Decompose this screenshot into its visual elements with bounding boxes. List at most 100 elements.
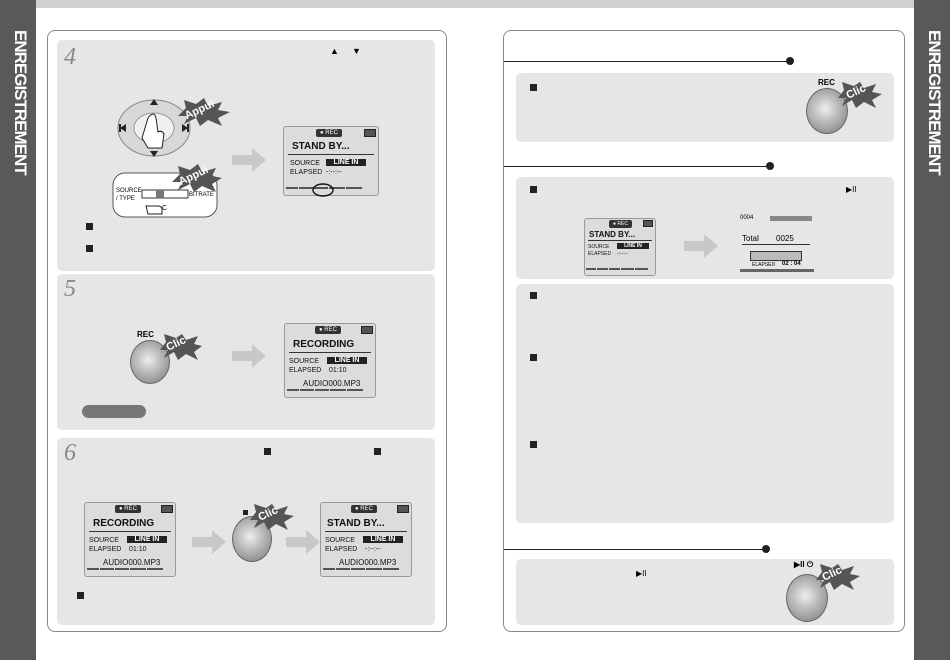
right-arrow-5 — [684, 234, 718, 258]
elapsed-value: 01:10 — [129, 546, 147, 553]
highlight-circle — [312, 183, 334, 197]
right-arrow-4 — [286, 530, 320, 554]
bullet-square — [86, 223, 93, 230]
right-arrow-2 — [232, 344, 266, 368]
bullet-square — [530, 292, 537, 299]
lcd-play-screen: 0004 Total 0025 ELAPSED 02 : 04 — [738, 214, 816, 274]
up-arrow-icon: ▲ — [330, 46, 339, 56]
elapsed-label: ELAPSED — [290, 169, 323, 176]
source-label: SOURCE — [325, 537, 355, 544]
rec-badge: ● REC — [316, 129, 342, 137]
right-panel-3 — [516, 284, 894, 523]
top-band-left — [36, 0, 476, 8]
elapsed-value: 02 : 04 — [782, 261, 801, 267]
rec-badge: ● REC — [115, 505, 141, 513]
elapsed-value: 01:10 — [329, 367, 347, 374]
clic-burst-icon — [160, 334, 202, 360]
lcd-standby-small: ● REC STAND BY... SOURCE LINE IN ELAPSED… — [584, 218, 656, 276]
hand-pointer-icon — [145, 205, 163, 215]
elapsed-label: ELAPSED — [289, 367, 322, 374]
right-sidebar: ENREGISTREMENT — [914, 0, 950, 660]
right-arrow-1 — [232, 148, 266, 172]
stop-square-small-icon — [243, 510, 248, 515]
bullet-square — [530, 354, 537, 361]
elapsed-label: ELAPSED — [752, 262, 776, 268]
lcd-title: STAND BY... — [292, 141, 350, 152]
step-6-number: 6 — [64, 440, 76, 466]
source-value: LINE IN — [127, 536, 167, 543]
elapsed-value: -:--:-- — [617, 251, 629, 257]
section-dot-2 — [766, 162, 774, 170]
source-value: LINE IN — [617, 243, 649, 249]
play-button[interactable] — [786, 574, 828, 622]
bullet-square — [530, 84, 537, 91]
clic-burst-icon — [250, 504, 294, 530]
lcd-title: RECORDING — [293, 339, 355, 350]
total-value: 0025 — [776, 234, 794, 243]
right-arrow-3 — [192, 530, 226, 554]
source-label: SOURCE — [290, 160, 320, 167]
track-number: 0004 — [740, 215, 754, 221]
play-pause-icon: ▶II — [846, 185, 857, 194]
bullet-square — [77, 592, 84, 599]
battery-icon — [161, 505, 173, 513]
appui-burst-icon-2 — [172, 164, 222, 192]
lcd-title: RECORDING — [93, 518, 155, 529]
lcd-standby-step4: ● REC STAND BY... SOURCE LINE IN ELAPSED… — [283, 126, 379, 196]
battery-icon — [397, 505, 409, 513]
appui-burst-icon — [178, 98, 230, 126]
source-type-label: SOURCE / TYPE — [116, 188, 142, 202]
lcd-recording-step6: ● REC RECORDING SOURCE LINE IN ELAPSED 0… — [84, 502, 176, 577]
total-label: Total — [742, 234, 759, 243]
lcd-recording-step5: ● REC RECORDING SOURCE LINE IN ELAPSED 0… — [284, 323, 376, 398]
source-value: LINE IN — [363, 536, 403, 543]
elapsed-label: ELAPSED — [588, 251, 612, 257]
section-line-2 — [504, 166, 770, 167]
down-arrow-icon: ▼ — [352, 46, 361, 56]
filename: AUDIO000.MP3 — [103, 558, 161, 567]
stop-square-icon — [264, 448, 271, 455]
elapsed-label: ELAPSED — [89, 546, 122, 553]
filename: AUDIO000.MP3 — [339, 558, 397, 567]
source-value: LINE IN — [327, 357, 367, 364]
rec-badge: ● REC — [351, 505, 377, 513]
left-sidebar-title: ENREGISTREMENT — [11, 30, 30, 175]
rec-label: REC — [818, 78, 835, 87]
clic-burst-icon — [816, 564, 860, 590]
bullet-square — [530, 441, 537, 448]
section-line-3 — [504, 549, 766, 550]
left-sidebar: ENREGISTREMENT — [0, 0, 36, 660]
source-label: SOURCE — [588, 244, 610, 250]
step-4-number: 4 — [64, 44, 76, 70]
right-panel-2 — [516, 177, 894, 279]
c-letter: C — [162, 205, 168, 212]
lcd-title: STAND BY... — [589, 230, 636, 239]
source-label: SOURCE — [89, 537, 119, 544]
elapsed-value: -:--:-- — [326, 169, 342, 176]
rec-label: REC — [137, 330, 154, 339]
top-band-right — [476, 0, 914, 8]
rec-badge: ● REC — [609, 220, 632, 228]
elapsed-label: ELAPSED — [325, 546, 358, 553]
bitrate-label: BITRATE — [189, 192, 214, 198]
source-value: LINE IN — [326, 159, 366, 166]
section-dot-3 — [762, 545, 770, 553]
section-dot-1 — [786, 57, 794, 65]
section-line-1 — [504, 61, 790, 62]
stop-square-icon — [374, 448, 381, 455]
bullet-square — [530, 186, 537, 193]
lcd-standby-step6: ● REC STAND BY... SOURCE LINE IN ELAPSED… — [320, 502, 412, 577]
battery-icon — [364, 129, 376, 137]
source-label: SOURCE — [289, 358, 319, 365]
clic-burst-icon — [838, 82, 882, 108]
play-pause-icon: ▶II — [636, 569, 647, 578]
step-5-number: 5 — [64, 276, 76, 302]
right-sidebar-title: ENREGISTREMENT — [925, 30, 944, 175]
lcd-title: STAND BY... — [327, 518, 385, 529]
navigation-dial[interactable] — [112, 96, 198, 160]
battery-icon — [643, 220, 653, 227]
battery-icon — [361, 326, 373, 334]
play-power-icon: ▶II ⏻ — [794, 560, 814, 569]
bullet-square — [86, 245, 93, 252]
elapsed-value: -:--:-- — [365, 546, 381, 553]
